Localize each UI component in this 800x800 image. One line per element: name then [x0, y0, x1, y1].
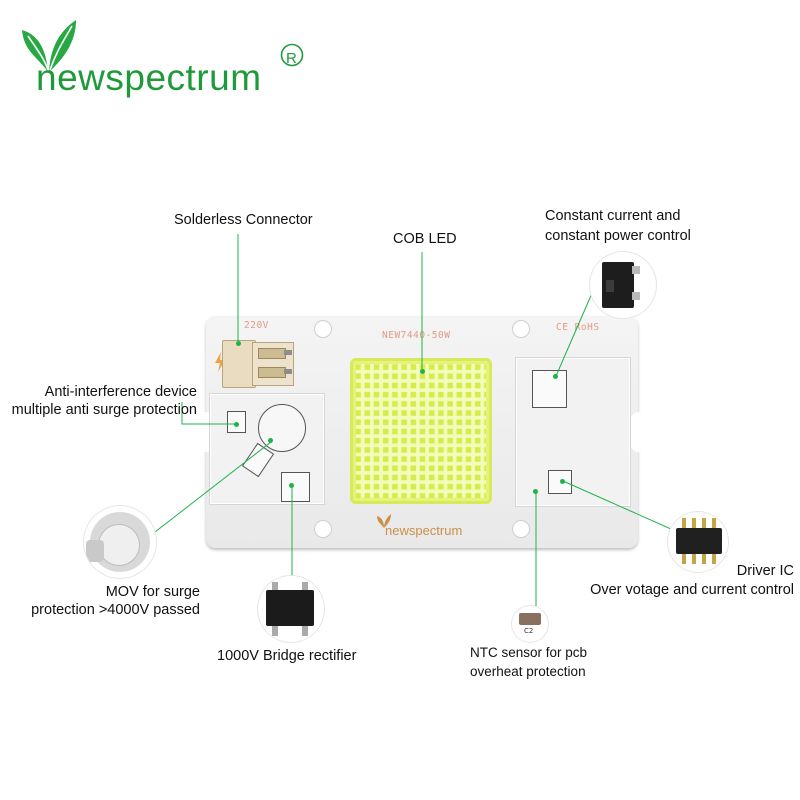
mov-disc: [258, 404, 306, 452]
label-constant-current-1: Constant current and: [545, 208, 681, 224]
dot-constant-current: [553, 374, 558, 379]
cob-led-grid: [356, 364, 486, 498]
label-solderless-connector: Solderless Connector: [174, 212, 313, 228]
board-voltage-label: 220V: [244, 320, 269, 331]
label-constant-current-2: constant power control: [545, 228, 691, 244]
ntc-sensor-photo: C2: [512, 606, 548, 642]
driver-ic-pad: [548, 470, 572, 494]
dot-ntc: [533, 489, 538, 494]
label-ntc-2: overheat protection: [470, 664, 586, 679]
constant-current-chip-photo: [590, 252, 656, 318]
label-ntc-1: NTC sensor for pcb: [470, 645, 588, 660]
label-driver-ic-2: Over votage and current control: [590, 582, 794, 598]
board-logo-leaf-icon: [377, 514, 391, 528]
mov-photo: [84, 506, 156, 578]
label-bridge-rectifier: 1000V Bridge rectifier: [217, 648, 357, 664]
dot-anti-interference: [234, 422, 239, 427]
dot-connector: [236, 341, 241, 346]
dot-driver-ic: [560, 479, 565, 484]
label-mov-2: protection >4000V passed: [31, 602, 200, 618]
driver-ic-photo: [668, 512, 728, 572]
brand-name: newspectrum: [36, 57, 262, 98]
board-notch-right: [626, 412, 652, 452]
high-voltage-icon: [215, 352, 225, 372]
label-anti-interference-1: Anti-interference device: [44, 384, 197, 400]
mounting-hole-top-left: [314, 320, 332, 338]
ntc-silkscreen-label: C2: [524, 627, 534, 635]
bridge-rectifier-pad: [281, 472, 310, 502]
dot-bridge: [289, 483, 294, 488]
brand-logo: [18, 12, 308, 102]
mounting-hole-bottom-right: [512, 520, 530, 538]
label-driver-ic-1: Driver IC: [736, 563, 794, 579]
label-anti-interference-2: multiple anti surge protection: [11, 402, 197, 418]
mounting-hole-top-right: [512, 320, 530, 338]
dot-mov: [268, 438, 273, 443]
bridge-rectifier-photo: [258, 576, 324, 642]
label-cob-led: COB LED: [393, 231, 457, 247]
dot-cob: [420, 369, 425, 374]
solderless-connector: [222, 340, 296, 388]
board-logo-text: newspectrum: [385, 523, 463, 538]
constant-current-pad: [532, 370, 567, 408]
registered-mark: R: [280, 42, 304, 68]
mounting-hole-bottom-left: [314, 520, 332, 538]
leaf-icon: [22, 20, 76, 72]
board-model-label: NEW7440-50W: [382, 330, 451, 341]
label-mov-1: MOV for surge: [105, 584, 200, 600]
cob-led-array: [350, 358, 492, 504]
